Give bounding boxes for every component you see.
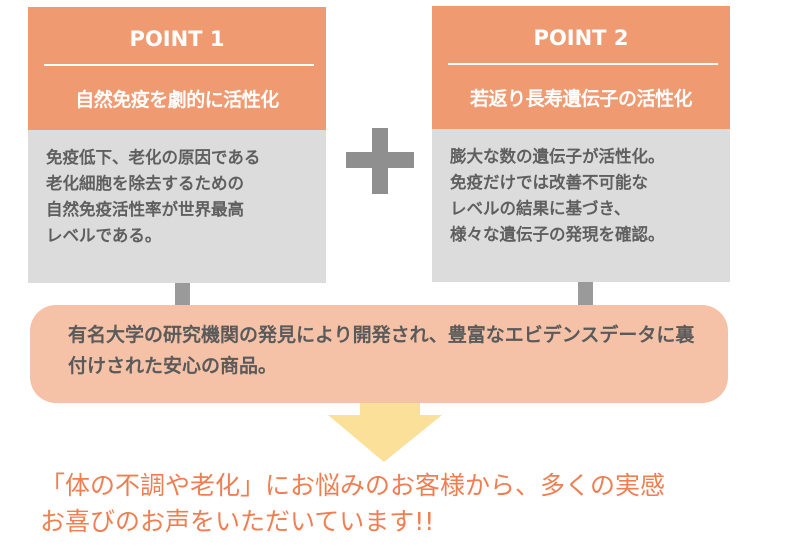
point-2-label: POINT 2 <box>533 26 629 50</box>
point-2-card: POINT 2 若返り長寿遺伝子の活性化 膨大な数の遺伝子が活性化。 免疫だけで… <box>432 6 730 282</box>
summary-box: 有名大学の研究機関の発見により開発され、豊富なエビデンスデータに裏付けされた安心… <box>30 305 728 403</box>
divider <box>448 63 718 65</box>
summary-text: 有名大学の研究機関の発見により開発され、豊富なエビデンスデータに裏付けされた安心… <box>68 324 695 377</box>
footer-line-2: お喜びのお声をいただいています!! <box>40 507 435 536</box>
point-1-title: 自然免疫を劇的に活性化 <box>75 89 279 111</box>
point-2-body: 膨大な数の遺伝子が活性化。 免疫だけでは改善不可能な レベルの結果に基づき、 様… <box>450 147 665 244</box>
point-1-label: POINT 1 <box>129 27 225 51</box>
connector-left <box>175 283 190 307</box>
connector-right <box>578 282 593 306</box>
point-1-body: 免疫低下、老化の原因である 老化細胞を除去するための 自然免疫活性率が世界最高 … <box>46 148 261 245</box>
point-2-header: POINT 2 若返り長寿遺伝子の活性化 <box>432 6 730 129</box>
point-1-header: POINT 1 自然免疫を劇的に活性化 <box>28 7 326 130</box>
point-1-card: POINT 1 自然免疫を劇的に活性化 免疫低下、老化の原因である 老化細胞を除… <box>28 7 326 283</box>
footer-message: 「体の不調や老化」にお悩みのお客様から、多くの実感 お喜びのお声をいただいていま… <box>40 468 665 540</box>
down-arrow-icon <box>328 403 442 462</box>
plus-icon <box>346 128 414 194</box>
footer-line-1: 「体の不調や老化」にお悩みのお客様から、多くの実感 <box>40 471 666 500</box>
point-2-title: 若返り長寿遺伝子の活性化 <box>469 88 693 110</box>
divider <box>44 64 314 66</box>
